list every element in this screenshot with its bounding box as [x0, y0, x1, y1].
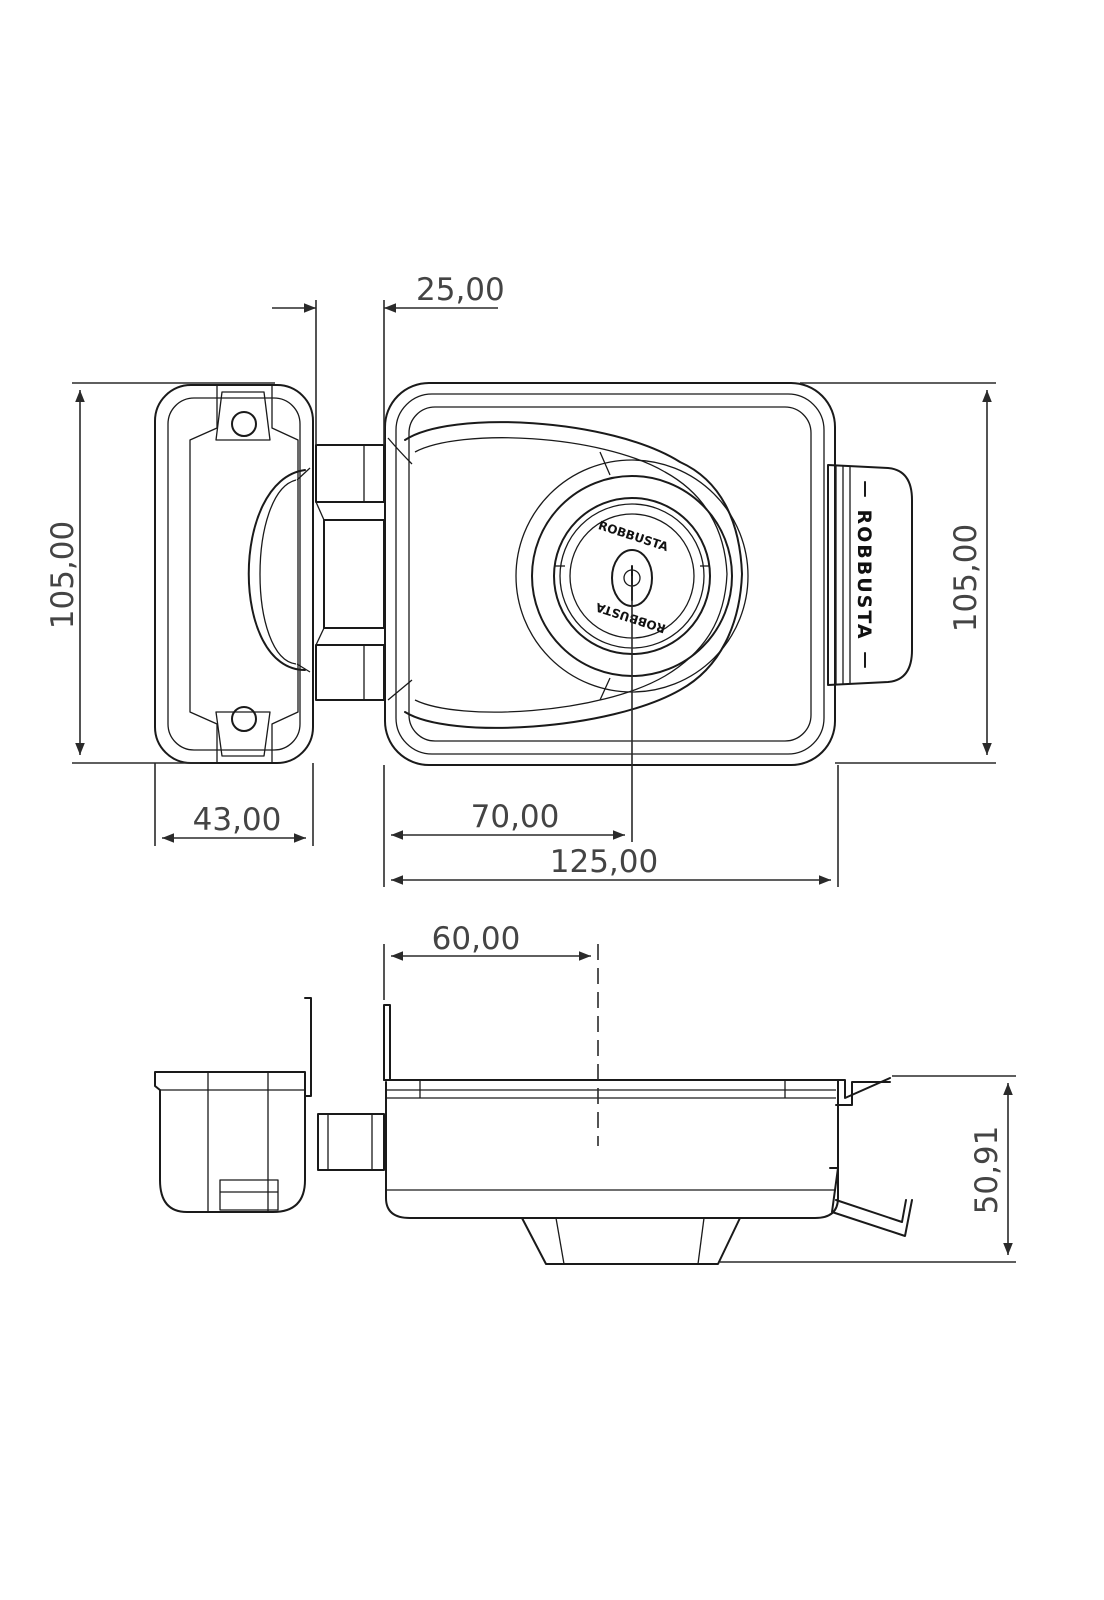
- dim-depth: 50,91: [969, 1126, 1005, 1215]
- dim-height-left: 105,00: [45, 521, 81, 629]
- bolt: [315, 444, 385, 701]
- brand-label-cylinder-top: ROBBUSTA: [597, 518, 671, 554]
- dim-height-right: 105,00: [948, 524, 984, 632]
- dim-bolt-throw: 25,00: [416, 272, 505, 308]
- keeper-plate: [154, 384, 314, 764]
- side-view: [154, 997, 913, 1265]
- screw-hole-icon: [231, 706, 257, 732]
- screw-hole-icon: [231, 411, 257, 437]
- bolt-side: [317, 1113, 385, 1171]
- keeper-side: [154, 997, 312, 1213]
- side-dimensions: 60,00 50,91: [383, 921, 1016, 1263]
- brand-label-side: ROBBUSTA: [853, 509, 875, 640]
- lock-body: ROBBUSTA ROBBUSTA ROBBUSTA: [384, 382, 913, 766]
- dim-keeper-width: 43,00: [193, 802, 282, 838]
- push-button: ROBBUSTA: [827, 464, 913, 686]
- front-view: ROBBUSTA ROBBUSTA ROBBUSTA: [154, 382, 913, 842]
- dim-backset: 60,00: [432, 921, 521, 957]
- dim-cylinder-offset: 70,00: [471, 799, 560, 835]
- dim-body-width: 125,00: [550, 844, 658, 880]
- body-side: [383, 1004, 913, 1265]
- front-dimensions: 25,00 105,00 105,00 43,00 70,00 125,00: [45, 272, 996, 887]
